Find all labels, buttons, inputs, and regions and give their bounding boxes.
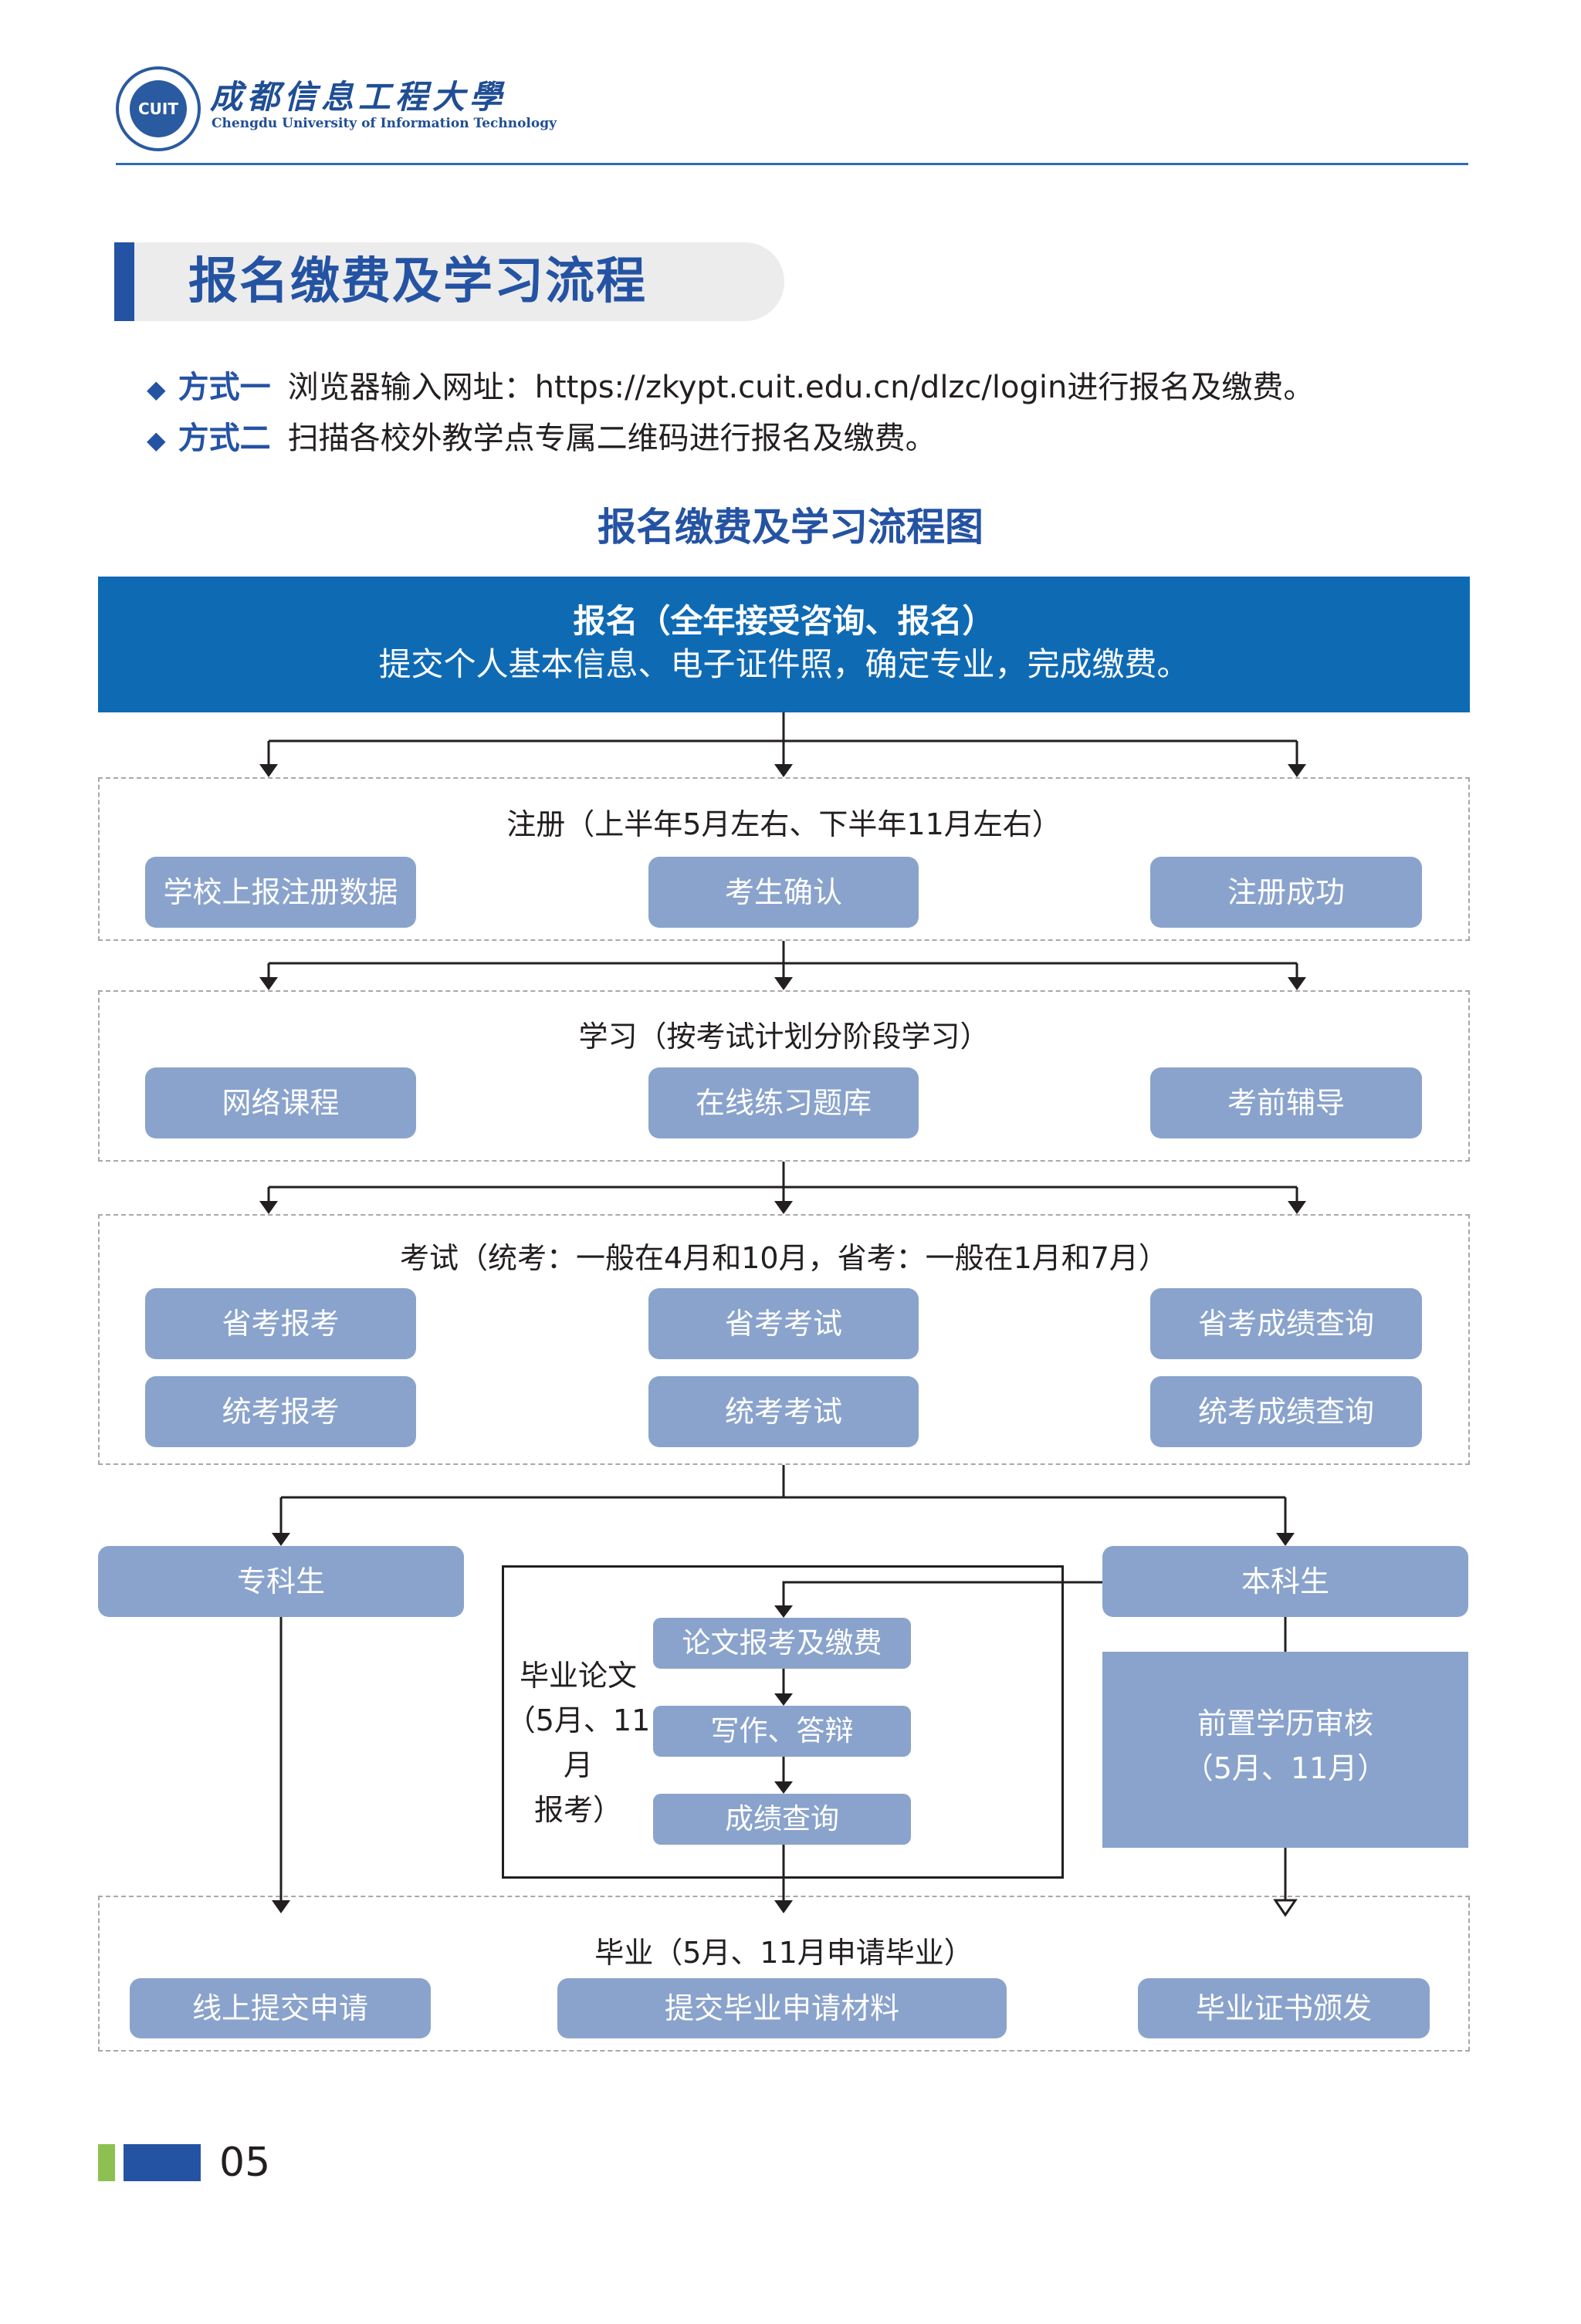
study-step-1: 网络课程	[145, 1067, 416, 1138]
bachelor-box: 本科生	[1102, 1546, 1468, 1617]
method-text: 扫描各校外教学点专属二维码进行报名及缴费。	[287, 421, 936, 456]
section-title: 报名缴费及学习流程	[188, 253, 647, 310]
stage-register	[98, 777, 1470, 941]
method-text: 浏览器输入网址：https://zkypt.cuit.edu.cn/dlzc/l…	[287, 370, 1315, 405]
section-title-accent-bar	[114, 242, 134, 321]
stage-register-label: 注册（上半年5月左右、下半年11月左右）	[506, 807, 1061, 841]
register-step-1: 学校上报注册数据	[145, 857, 416, 928]
thesis-label-line-1: 毕业论文	[519, 1659, 637, 1693]
enroll-title: 报名（全年接受咨询、报名）	[573, 602, 995, 640]
study-step-2: 在线练习题库	[648, 1067, 919, 1138]
study-step-3: 考前辅导	[1150, 1067, 1422, 1138]
stage-study-label: 学习（按考试计划分阶段学习）	[578, 1020, 990, 1054]
footer-blue-block	[124, 2144, 201, 2181]
footer-green-block	[98, 2144, 115, 2181]
seal-text: CUIT	[130, 80, 187, 137]
prior-education-review-box: 前置学历审核 （5月、11月）	[1102, 1652, 1468, 1848]
thesis-label-line-2: （5月、11月	[506, 1703, 651, 1782]
junior-college-box: 专科生	[98, 1546, 464, 1617]
exam-provincial-apply: 省考报考	[145, 1288, 416, 1359]
diamond-bullet-icon: ◆	[147, 374, 166, 404]
graduation-step-3: 毕业证书颁发	[1138, 1978, 1430, 2038]
thesis-label: 毕业论文 （5月、11月 报考）	[502, 1653, 655, 1832]
exam-provincial-test: 省考考试	[648, 1288, 919, 1359]
thesis-step-3: 成绩查询	[653, 1794, 911, 1845]
university-name-en: Chengdu University of Information Techno…	[212, 116, 557, 131]
exam-unified-test: 统考考试	[648, 1376, 919, 1447]
header-divider	[116, 163, 1468, 165]
stage-exam	[98, 1214, 1470, 1465]
register-step-3: 注册成功	[1150, 857, 1422, 928]
graduation-step-2: 提交毕业申请材料	[557, 1978, 1007, 2038]
exam-unified-apply: 统考报考	[145, 1376, 416, 1447]
flowchart-title: 报名缴费及学习流程图	[598, 505, 983, 550]
prior-review-line-1: 前置学历审核	[1197, 1707, 1373, 1740]
enroll-box: 报名（全年接受咨询、报名） 提交个人基本信息、电子证件照，确定专业，完成缴费。	[98, 577, 1470, 712]
method-two: ◆ 方式二扫描各校外教学点专属二维码进行报名及缴费。	[147, 415, 936, 463]
exam-unified-score: 统考成绩查询	[1150, 1376, 1422, 1447]
diamond-bullet-icon: ◆	[147, 425, 166, 455]
register-step-2: 考生确认	[648, 857, 919, 928]
stage-exam-label: 考试（统考：一般在4月和10月，省考：一般在1月和7月）	[400, 1241, 1168, 1275]
method-label: 方式一	[178, 370, 271, 405]
stage-graduation-label: 毕业（5月、11月申请毕业）	[594, 1936, 973, 1970]
university-seal-logo: CUIT	[116, 66, 201, 151]
section-title-background	[114, 242, 784, 321]
stage-study	[98, 990, 1470, 1162]
graduation-step-1: 线上提交申请	[130, 1978, 431, 2038]
thesis-label-line-3: 报考）	[533, 1793, 622, 1827]
thesis-step-2: 写作、答辩	[653, 1706, 911, 1757]
method-label: 方式二	[178, 421, 271, 456]
prior-review-line-2: （5月、11月）	[1183, 1751, 1387, 1785]
exam-provincial-score: 省考成绩查询	[1150, 1288, 1422, 1359]
university-name-cn: 成都信息工程大學	[210, 78, 507, 116]
method-one: ◆ 方式一浏览器输入网址：https://zkypt.cuit.edu.cn/dl…	[147, 364, 1314, 412]
page-number: 05	[219, 2140, 271, 2186]
thesis-step-1: 论文报考及缴费	[653, 1618, 911, 1669]
enroll-detail: 提交个人基本信息、电子证件照，确定专业，完成缴费。	[378, 645, 1190, 683]
